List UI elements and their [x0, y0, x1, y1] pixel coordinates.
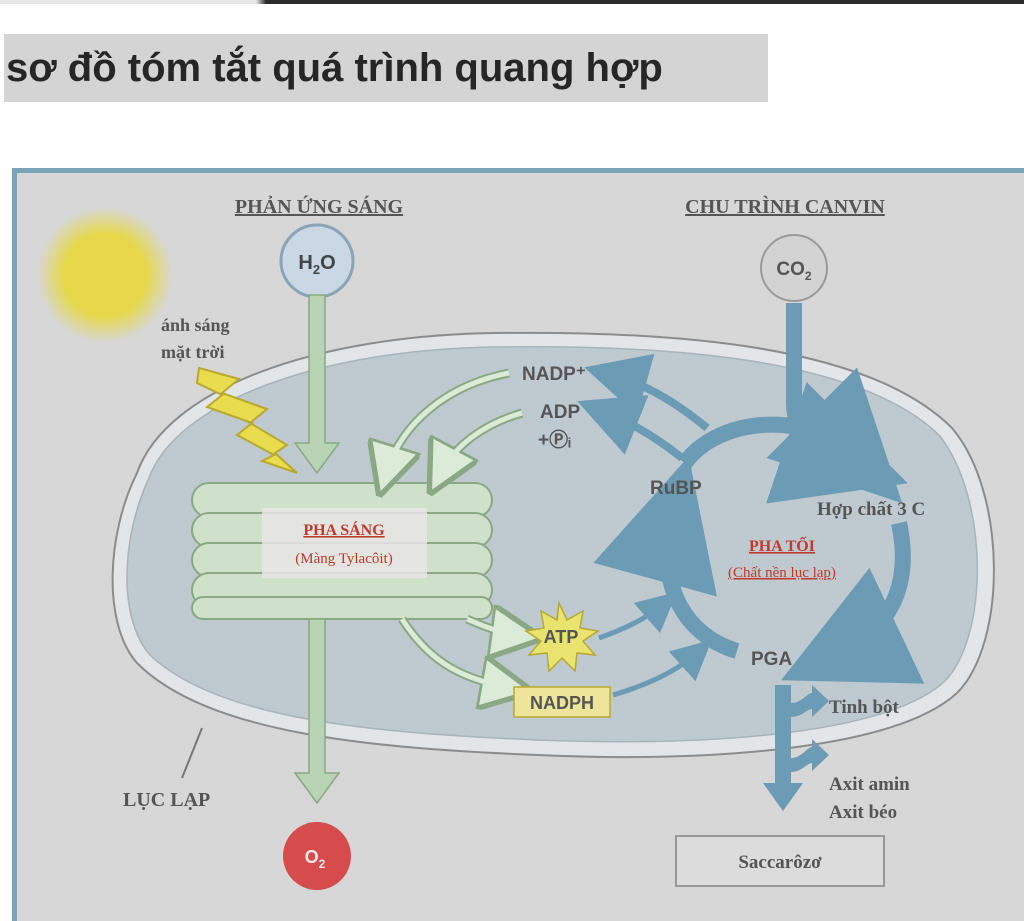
atp-star-icon	[524, 600, 600, 673]
atp-label: ATP	[544, 627, 579, 647]
nadp-return-arrow-fill	[384, 370, 510, 472]
co2-input	[760, 234, 828, 302]
light-phase-subtitle: (Màng Tylacôit)	[295, 551, 392, 567]
calvin-pga-to-rubp-arrow	[593, 456, 740, 659]
water-arrow	[293, 294, 341, 475]
nadph-production-arrow-fill	[399, 617, 508, 690]
calvin-rubp-to-3c-arrow	[678, 367, 903, 504]
nadph-box	[513, 686, 611, 718]
sunlight-bolt-icon	[195, 366, 298, 474]
photosynthesis-diagram: PHẢN ỨNG SÁNG CHU TRÌNH CANVIN ánh sáng …	[37, 194, 995, 890]
heading-calvin-cycle: CHU TRÌNH CANVIN	[685, 195, 885, 218]
dark-phase-title: PHA TỐI	[749, 535, 815, 555]
nadph-label: NADPH	[530, 693, 594, 713]
dark-phase-subtitle: (Chất nền lục lạp)	[728, 565, 836, 581]
rubp-to-nadp-arrow	[584, 353, 710, 432]
rubp-to-adp-arrow	[577, 395, 685, 462]
sucrose-label: Saccarôzơ	[738, 852, 822, 873]
sun-label-line2: mặt trời	[161, 342, 224, 362]
calvin-3c-to-pga-arrow	[781, 521, 925, 684]
pga-label: PGA	[751, 649, 792, 670]
amino-acid-label: Axit amin	[829, 774, 910, 795]
sucrose-box	[675, 835, 885, 887]
fatty-acid-label: Axit béo	[829, 802, 897, 823]
starch-branch-arrow	[791, 685, 829, 717]
pi-label: +Ⓟᵢ	[538, 428, 571, 451]
products-trunk-arrow	[763, 685, 803, 811]
oxygen-output	[283, 822, 351, 890]
water-formula: H2O	[298, 252, 335, 277]
starch-label: Tinh bột	[829, 697, 900, 718]
light-phase-title: PHA SÁNG	[303, 520, 385, 539]
page-title: sơ đồ tóm tắt quá trình quang hợp	[4, 34, 768, 102]
chloroplast-pointer	[181, 727, 203, 779]
nadp-plus-label: NADP⁺	[522, 364, 586, 385]
chloroplast-stroma	[126, 346, 979, 743]
atp-production-arrow-fill	[465, 616, 518, 638]
co2-formula: CO2	[776, 259, 812, 283]
adp-label: ADP	[540, 402, 580, 423]
top-bar	[0, 0, 1024, 4]
diagram-frame: PHẢN ỨNG SÁNG CHU TRÌNH CANVIN ánh sáng …	[12, 168, 1024, 921]
adp-return-arrow-fill	[439, 410, 523, 473]
thylakoid-stack	[191, 482, 493, 620]
sun-core	[63, 233, 147, 317]
atp-to-calvin-arrow	[598, 591, 678, 641]
oxygen-arrow	[293, 618, 341, 805]
oxygen-formula: O2	[305, 847, 326, 871]
water-input	[279, 223, 355, 299]
chloroplast-label: LỤC LẠP	[123, 789, 210, 811]
sun-label-line1: ánh sáng	[161, 315, 230, 335]
rubp-label: RuBP	[650, 478, 702, 499]
nadph-to-calvin-arrow	[612, 639, 712, 698]
heading-light-reactions: PHẢN ỨNG SÁNG	[235, 194, 404, 218]
compound-3c-label: Hợp chất 3 C	[817, 499, 925, 520]
amino-branch-arrow	[791, 739, 829, 772]
